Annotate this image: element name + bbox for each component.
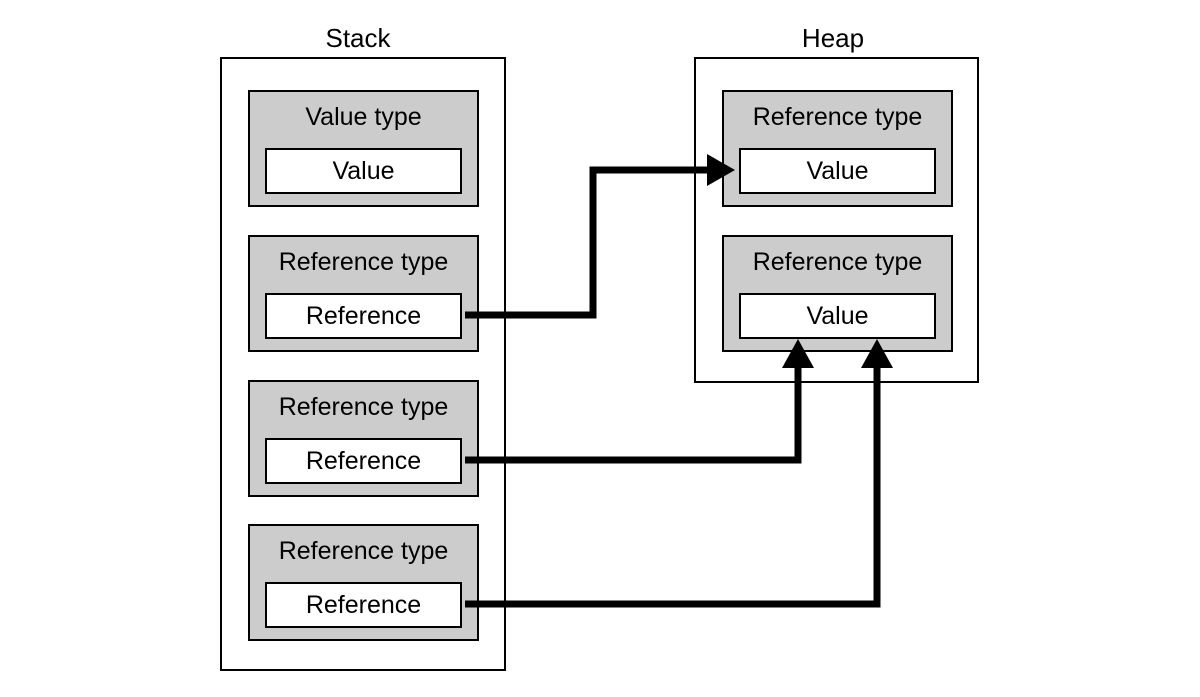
- heap-frame-reference-type-1: Reference type Value: [722, 90, 953, 207]
- stack-frame-reference-type-1: Reference type Reference: [248, 235, 479, 352]
- stack-frame-1-slot-label: Reference: [305, 302, 422, 330]
- stack-frame-3-slot-label: Reference: [305, 591, 422, 619]
- heap-frame-0-type-label: Reference type: [752, 103, 923, 131]
- heap-frame-reference-type-2: Reference type Value: [722, 235, 953, 352]
- stack-frame-0-slot: Value: [265, 148, 462, 194]
- heap-frame-1-slot: Value: [739, 293, 936, 339]
- heap-frame-0-slot-label: Value: [806, 157, 869, 185]
- heap-title: Heap: [801, 23, 865, 53]
- stack-frame-0-type-label: Value type: [305, 103, 422, 131]
- stack-frame-2-slot: Reference: [265, 438, 462, 484]
- stack-frame-2-slot-label: Reference: [305, 447, 422, 475]
- stack-frame-reference-type-2: Reference type Reference: [248, 380, 479, 497]
- stack-frame-2-type-label: Reference type: [278, 393, 449, 421]
- heap-frame-1-type-label: Reference type: [752, 248, 923, 276]
- stack-frame-3-slot: Reference: [265, 582, 462, 628]
- stack-title: Stack: [325, 23, 391, 53]
- stack-frame-1-type-label: Reference type: [278, 248, 449, 276]
- stack-frame-1-slot: Reference: [265, 293, 462, 339]
- stack-frame-value-type: Value type Value: [248, 90, 479, 207]
- stack-frame-3-type-label: Reference type: [278, 537, 449, 565]
- stack-frame-reference-type-3: Reference type Reference: [248, 524, 479, 641]
- stack-frame-0-slot-label: Value: [332, 157, 395, 185]
- heap-frame-1-slot-label: Value: [806, 302, 869, 330]
- heap-frame-0-slot: Value: [739, 148, 936, 194]
